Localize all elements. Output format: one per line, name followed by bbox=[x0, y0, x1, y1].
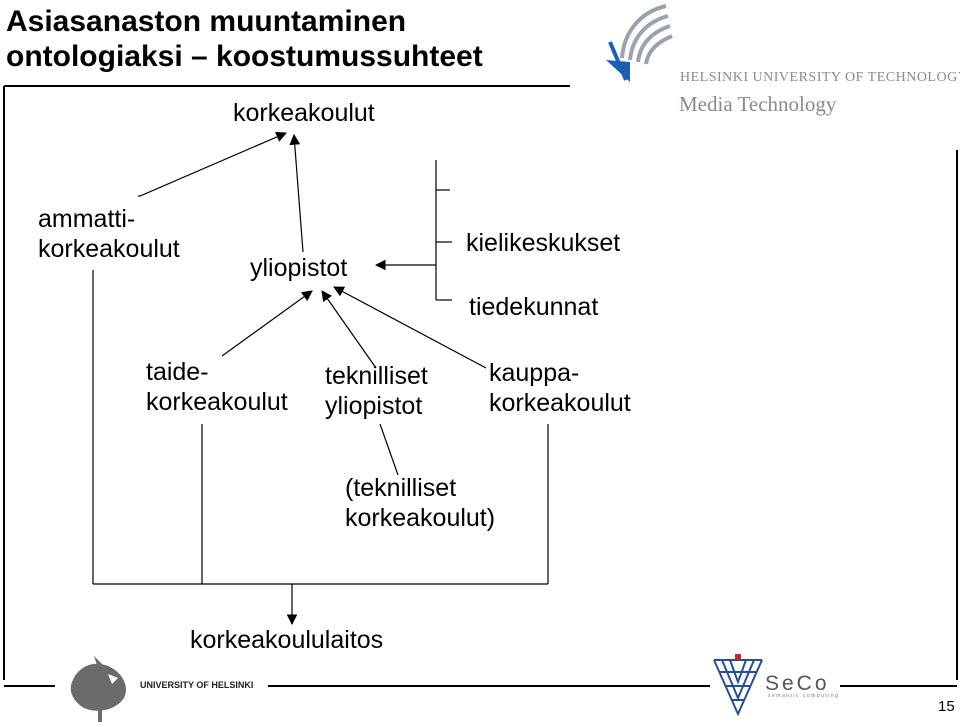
seco-name-text: SeCo bbox=[765, 672, 830, 695]
seco-tagline-text: semantic computing bbox=[768, 693, 840, 699]
arrow-taide-to-yliopistot bbox=[221, 290, 313, 357]
slide-title-line-2: ontologiaksi – koostumussuhteet bbox=[6, 40, 483, 73]
node-ammattikorkeakoulut: ammatti- korkeakoulut bbox=[38, 204, 180, 264]
university-of-helsinki-logo-icon bbox=[70, 656, 127, 722]
node-taidekorkeakoulut: taide- korkeakoulut bbox=[146, 357, 288, 417]
arrow-teknilliset-to-yliopistot bbox=[321, 290, 377, 369]
node-teknilliset-korkeakoulut: (teknilliset korkeakoulut) bbox=[345, 473, 495, 533]
hut-department-text: Media Technology bbox=[679, 92, 837, 116]
node-tekn-line-1: teknilliset bbox=[325, 362, 428, 390]
node-kauppa-line-2: korkeakoulut bbox=[489, 389, 631, 417]
node-teknilliset-yliopistot: teknilliset yliopistot bbox=[325, 361, 428, 421]
arrow-kauppa-to-yliopistot bbox=[333, 286, 487, 369]
node-kauppa-line-1: kauppa- bbox=[489, 359, 580, 387]
arrow-ammatti-to-korkeakoulut bbox=[138, 131, 287, 197]
node-yliopistot: yliopistot bbox=[250, 254, 348, 282]
node-ammatti-line-1: ammatti- bbox=[38, 205, 136, 233]
slide-title: Asiasanaston muuntaminen ontologiaksi – … bbox=[6, 4, 483, 74]
arrow-yliopistot-to-korkeakoulut bbox=[289, 133, 304, 253]
node-kielikeskukset: kielikeskukset bbox=[466, 229, 621, 257]
node-taide-line-2: korkeakoulut bbox=[146, 388, 288, 416]
node-tiedekunnat: tiedekunnat bbox=[469, 293, 599, 321]
node-korkeakoululaitos: korkeakoululaitos bbox=[190, 626, 384, 654]
node-korkeakoulut: korkeakoulut bbox=[233, 99, 375, 127]
university-of-helsinki-name: UNIVERSITY OF HELSINKI bbox=[140, 680, 254, 690]
node-ammatti-line-2: korkeakoulut bbox=[38, 235, 180, 263]
page-number: 15 bbox=[938, 698, 955, 715]
hut-logo-icon bbox=[606, 4, 673, 82]
hut-name-text: HELSINKI UNIVERSITY OF TECHNOLOGY bbox=[680, 70, 960, 85]
node-tekn-line-2: yliopistot bbox=[325, 392, 423, 420]
slide-title-line-1: Asiasanaston muuntaminen bbox=[6, 5, 407, 38]
link-tekn-kk-to-teknilliset bbox=[379, 423, 399, 476]
node-kauppakorkeakoulut: kauppa- korkeakoulut bbox=[489, 358, 631, 418]
node-taide-line-1: taide- bbox=[146, 358, 209, 386]
node-tekn-kk-line-1: (teknilliset bbox=[345, 474, 457, 502]
node-tekn-kk-line-2: korkeakoulut) bbox=[345, 504, 496, 532]
seco-logo-icon bbox=[713, 654, 763, 716]
